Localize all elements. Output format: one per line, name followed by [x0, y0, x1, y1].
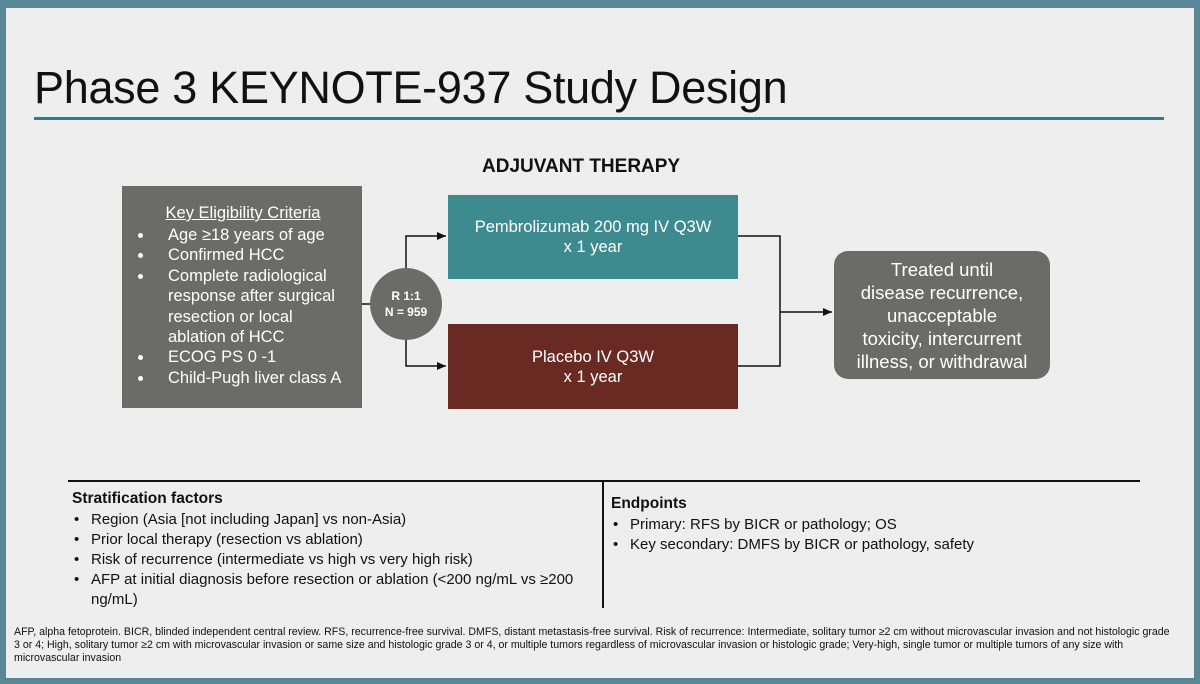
endpoint-item: Primary: RFS by BICR or pathology; OS: [613, 515, 1131, 535]
slide-title: Phase 3 KEYNOTE-937 Study Design: [34, 62, 788, 113]
arm-drug: Pembrolizumab 200 mg IV Q3W: [474, 218, 712, 236]
arm-drug: Placebo IV Q3W: [532, 347, 654, 366]
treated-line: disease recurrence,: [860, 281, 1024, 303]
endpoints-section: Endpoints Primary: RFS by BICR or pathol…: [611, 495, 1131, 555]
arm-duration: x 1 year: [563, 367, 623, 386]
frame-top: [0, 0, 1200, 8]
treated-line: unacceptable: [886, 304, 998, 326]
endpoints-list: Primary: RFS by BICR or pathology; OS Ke…: [611, 515, 1131, 555]
eligibility-list: Age ≥18 years of age Confirmed HCC Compl…: [132, 225, 354, 388]
eligibility-item: Complete radiological response after sur…: [154, 266, 354, 348]
stratification-item: Risk of recurrence (intermediate vs high…: [74, 550, 592, 570]
stratification-item: AFP at initial diagnosis before resectio…: [74, 570, 592, 610]
treated-line: toxicity, intercurrent: [862, 327, 1022, 349]
treated-line: Treated until: [890, 258, 994, 280]
adjuvant-therapy-heading: ADJUVANT THERAPY: [482, 156, 681, 177]
randomization-circle: R 1:1 N = 959: [370, 268, 442, 340]
frame-bottom: [0, 678, 1200, 684]
arrow-to-placebo: [405, 340, 446, 370]
treated-until-box: Treated until disease recurrence, unacce…: [834, 251, 1050, 379]
eligibility-item: Child-Pugh liver class A: [154, 368, 354, 388]
stratification-heading: Stratification factors: [72, 490, 223, 507]
eligibility-item: Confirmed HCC: [154, 245, 354, 265]
endpoints-heading: Endpoints: [611, 495, 687, 512]
treated-line: illness, or withdrawal: [856, 350, 1028, 372]
frame-left: [0, 0, 6, 684]
stratification-item: Region (Asia [not including Japan] vs no…: [74, 510, 592, 530]
eligibility-box: Key Eligibility Criteria Age ≥18 years o…: [122, 186, 362, 408]
arms-merge-bracket: [738, 235, 781, 367]
title-underline: [34, 117, 1164, 120]
arm-duration: x 1 year: [563, 238, 623, 256]
eligibility-title: Key Eligibility Criteria: [165, 204, 321, 222]
arrow-to-pembrolizumab: [405, 232, 446, 268]
stratification-section: Stratification factors Region (Asia [not…: [72, 490, 592, 610]
placebo-arm: Placebo IV Q3W x 1 year: [448, 324, 738, 409]
frame-right: [1194, 0, 1200, 684]
eligibility-item: Age ≥18 years of age: [154, 225, 354, 245]
stratification-list: Region (Asia [not including Japan] vs no…: [72, 510, 592, 610]
randomization-ratio: R 1:1: [391, 289, 421, 303]
footnote: AFP, alpha fetoprotein. BICR, blinded in…: [14, 626, 1170, 664]
section-divider-vertical: [602, 482, 604, 608]
endpoint-item: Key secondary: DMFS by BICR or pathology…: [613, 535, 1131, 555]
section-divider-horizontal: [68, 480, 1140, 482]
pembrolizumab-arm: Pembrolizumab 200 mg IV Q3W x 1 year: [448, 195, 738, 279]
eligibility-item: ECOG PS 0 -1: [154, 347, 354, 367]
randomization-n: N = 959: [384, 305, 428, 319]
stratification-item: Prior local therapy (resection vs ablati…: [74, 530, 592, 550]
